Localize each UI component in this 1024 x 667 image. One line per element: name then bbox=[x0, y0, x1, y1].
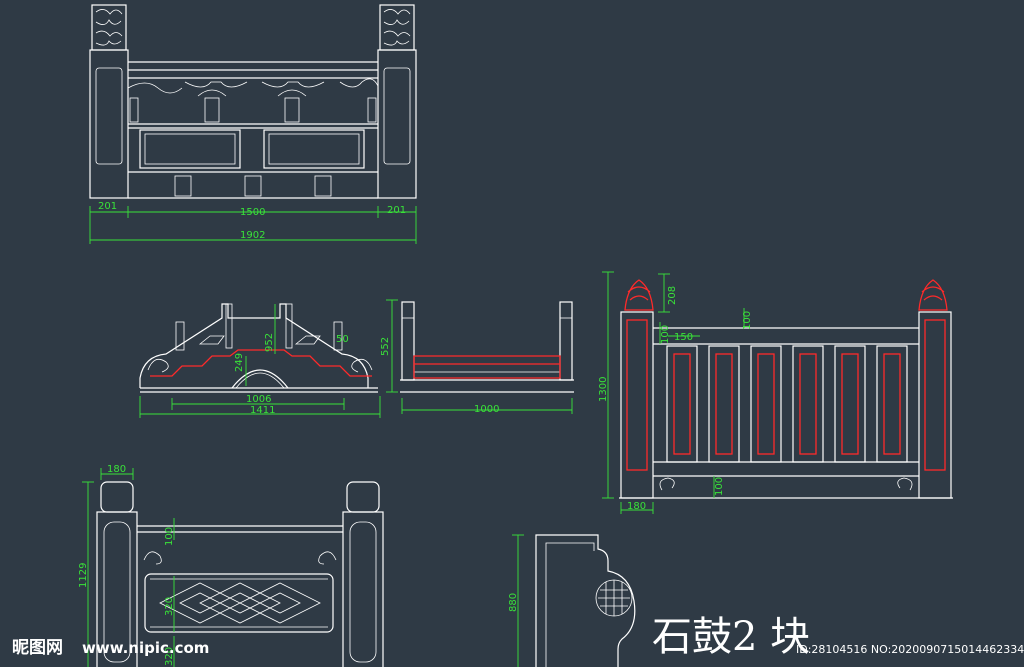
drawing-caption: 石鼓2 块 bbox=[652, 614, 810, 660]
railing-panels bbox=[666, 345, 908, 463]
red-railing-elevation: 208 100 150 100 1300 100 180 bbox=[598, 271, 953, 514]
dim-drum-height: 880 bbox=[508, 593, 519, 612]
railing-front-elevation: 201 1500 201 1902 bbox=[89, 4, 417, 244]
stone-drum-elevation: 880 石鼓2 块 bbox=[508, 534, 810, 667]
dim-panel-offset: 150 bbox=[674, 332, 693, 343]
dim-bridge-height: 952 bbox=[264, 333, 275, 352]
dim-bottom-rail: 100 bbox=[714, 477, 725, 496]
lattice-railing-elevation: 180 1129 100 320 320 bbox=[78, 464, 384, 667]
dim-post-width-5: 180 bbox=[107, 464, 126, 475]
watermark-logo: 昵图网 bbox=[12, 638, 63, 658]
dim-base-5: 320 bbox=[164, 647, 175, 666]
dim-arch-span: 1006 bbox=[246, 394, 271, 405]
dim-rail-5: 100 bbox=[164, 527, 175, 546]
watermark-id: ID:28104516 NO:20200907150144623349 bbox=[796, 643, 1024, 656]
dim-arch-rise: 249 bbox=[234, 353, 245, 372]
dim-bridge-length: 1411 bbox=[250, 405, 275, 416]
dim-rail-gap: 100 bbox=[742, 311, 753, 330]
dim-height-5: 1129 bbox=[78, 563, 89, 588]
dim-step: 50 bbox=[336, 334, 349, 345]
watermark-url: www.nipic.com bbox=[82, 639, 209, 657]
dim-post-width: 180 bbox=[627, 501, 646, 512]
dim-left-post: 201 bbox=[98, 201, 117, 212]
dim-section-height: 552 bbox=[380, 337, 391, 356]
dim-right-post: 201 bbox=[387, 205, 406, 216]
left-post-cap bbox=[91, 4, 127, 51]
watermark: 昵图网 www.nipic.com ID:28104516 NO:2020090… bbox=[12, 638, 1024, 658]
dim-railing-height: 1300 bbox=[598, 377, 609, 402]
right-post-cap bbox=[379, 4, 415, 51]
dim-top-rail: 100 bbox=[660, 325, 671, 344]
dim-bridge-width: 1000 bbox=[474, 404, 499, 415]
bridge-elevation: 1006 1411 952 249 50 bbox=[139, 303, 381, 418]
dim-middle-span: 1500 bbox=[240, 207, 265, 218]
dim-panel-5: 320 bbox=[164, 597, 175, 616]
bridge-side-section: 1000 552 bbox=[380, 299, 574, 415]
dim-total-width: 1902 bbox=[240, 230, 265, 241]
dim-finial-height: 208 bbox=[667, 286, 678, 305]
